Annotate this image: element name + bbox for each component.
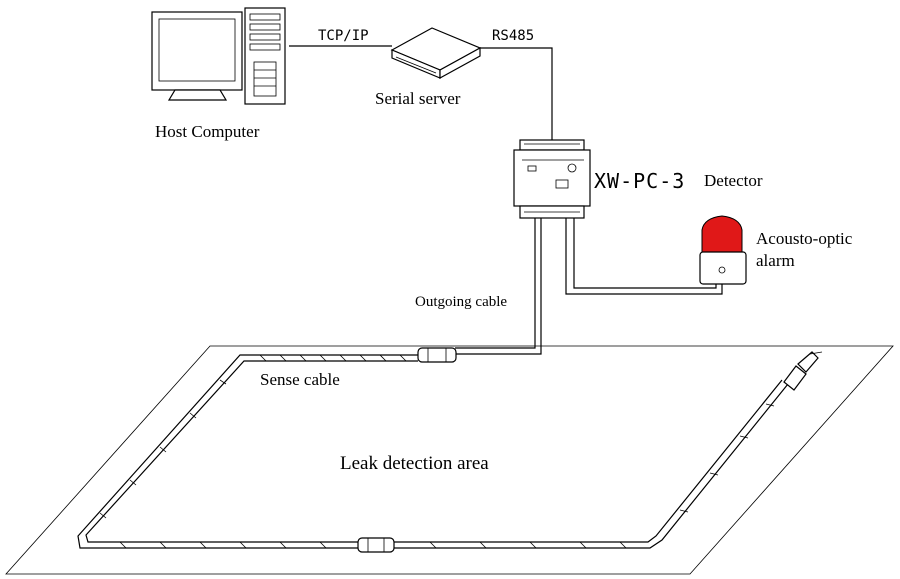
serial-server-label: Serial server bbox=[375, 89, 461, 108]
top-connector bbox=[417, 347, 457, 363]
detector-model-label: XW-PC-3 bbox=[594, 169, 685, 193]
acousto-optic-alarm-icon bbox=[699, 215, 747, 285]
sense-cable-label: Sense cable bbox=[260, 370, 340, 389]
end-terminator bbox=[783, 351, 823, 391]
outgoing-cable bbox=[455, 218, 536, 349]
host-computer-label: Host Computer bbox=[155, 122, 260, 141]
alarm-cable-inner bbox=[573, 218, 717, 289]
alarm-label-line2: alarm bbox=[756, 251, 795, 270]
sense-cable-bottom-right-inner bbox=[392, 379, 783, 543]
tcp-ip-label: TCP/IP bbox=[318, 28, 369, 44]
leak-detection-area-label: Leak detection area bbox=[340, 453, 489, 474]
outgoing-cable-label: Outgoing cable bbox=[415, 294, 507, 310]
alarm-light bbox=[701, 215, 743, 253]
detector-label: Detector bbox=[704, 171, 763, 190]
sense-cable-bottom-right bbox=[392, 383, 789, 549]
outgoing-cable-inner bbox=[455, 218, 542, 355]
alarm-label-line1: Acousto-optic bbox=[756, 229, 853, 248]
serial-server-icon bbox=[390, 27, 482, 80]
sense-cable-braid bbox=[99, 354, 775, 549]
host-computer-icon bbox=[151, 7, 286, 105]
rs485-label: RS485 bbox=[492, 28, 534, 44]
detector-icon bbox=[513, 139, 591, 219]
sense-cable-inner bbox=[85, 360, 418, 543]
leak-detection-area-outline bbox=[5, 345, 894, 575]
sense-cable bbox=[77, 354, 418, 549]
rs485-link bbox=[480, 47, 553, 140]
bottom-connector bbox=[357, 537, 395, 553]
alarm-cable bbox=[565, 218, 723, 295]
